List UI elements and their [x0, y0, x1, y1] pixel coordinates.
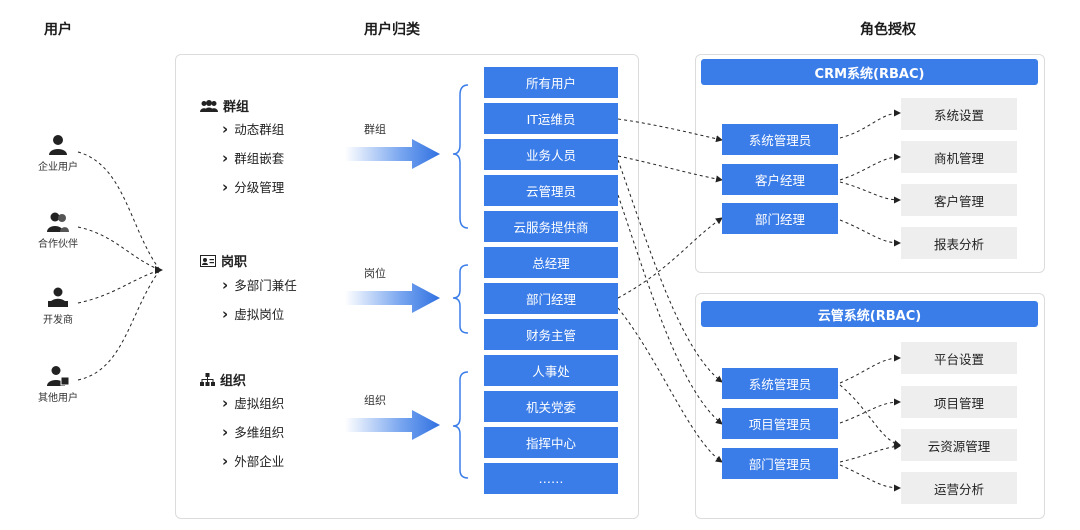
category-party-committee: 机关党委 — [484, 391, 618, 422]
org-item-external: 外部企业 — [222, 451, 284, 470]
position-item-multi-dept: 多部门兼任 — [222, 275, 297, 294]
cloud-role-sysadmin: 系统管理员 — [722, 368, 838, 399]
cloud-role-dept-admin: 部门管理员 — [722, 448, 838, 479]
crm-title: CRM系统(RBAC) — [701, 59, 1038, 85]
category-command-center: 指挥中心 — [484, 427, 618, 458]
user-label: 企业用户 — [38, 162, 78, 173]
user-developer: 开发商 — [18, 286, 98, 326]
authorization-column-title: 角色授权 — [860, 22, 916, 38]
group-item-nested: 群组嵌套 — [222, 148, 284, 167]
crm-role-sysadmin: 系统管理员 — [722, 124, 838, 155]
person-icon — [49, 135, 67, 155]
id-card-icon — [200, 254, 216, 267]
user-label: 合作伙伴 — [38, 239, 78, 250]
org-chart-icon — [200, 373, 215, 386]
group-arrow-label: 群组 — [364, 123, 386, 136]
org-item-virtual: 虚拟组织 — [222, 393, 284, 412]
group-item-hierarchy: 分级管理 — [222, 177, 284, 196]
crm-perm-settings: 系统设置 — [901, 98, 1017, 130]
category-all-users: 所有用户 — [484, 67, 618, 98]
category-general-manager: 总经理 — [484, 247, 618, 278]
org-heading: 组织 — [200, 370, 246, 389]
person-badge-icon — [47, 366, 70, 386]
category-business: 业务人员 — [484, 139, 618, 170]
category-hr: 人事处 — [484, 355, 618, 386]
position-arrow-label: 岗位 — [364, 267, 386, 280]
group-heading: 群组 — [200, 96, 249, 115]
org-item-multidim: 多维组织 — [222, 422, 284, 441]
category-cloud-admin: 云管理员 — [484, 175, 618, 206]
people-icon — [47, 212, 69, 232]
group-item-dynamic: 动态群组 — [222, 119, 284, 138]
cloud-perm-resource: 云资源管理 — [901, 429, 1017, 461]
user-label: 开发商 — [43, 315, 73, 326]
category-more: …… — [484, 463, 618, 494]
crm-role-dept-manager: 部门经理 — [722, 203, 838, 234]
cloud-title: 云管系统(RBAC) — [701, 301, 1038, 327]
developer-icon — [48, 287, 68, 307]
cloud-perm-operations: 运营分析 — [901, 472, 1017, 504]
crm-perm-opportunity: 商机管理 — [901, 141, 1017, 173]
crm-role-account-manager: 客户经理 — [722, 164, 838, 195]
org-arrow-label: 组织 — [364, 394, 386, 407]
cloud-perm-project: 项目管理 — [901, 386, 1017, 418]
position-heading: 岗职 — [200, 251, 247, 270]
user-label: 其他用户 — [38, 393, 78, 404]
cloud-role-project-admin: 项目管理员 — [722, 408, 838, 439]
group-icon — [200, 99, 218, 112]
category-finance-head: 财务主管 — [484, 319, 618, 350]
category-dept-manager: 部门经理 — [484, 283, 618, 314]
users-column-title: 用户 — [44, 22, 72, 38]
category-cloud-provider: 云服务提供商 — [484, 211, 618, 242]
cloud-perm-platform: 平台设置 — [901, 342, 1017, 374]
crm-perm-report: 报表分析 — [901, 227, 1017, 259]
category-it-ops: IT运维员 — [484, 103, 618, 134]
classification-column-title: 用户归类 — [364, 22, 420, 38]
crm-perm-customer: 客户管理 — [901, 184, 1017, 216]
position-item-virtual: 虚拟岗位 — [222, 304, 284, 323]
user-enterprise: 企业用户 — [18, 133, 98, 173]
user-partner: 合作伙伴 — [18, 210, 98, 250]
user-other: 其他用户 — [18, 364, 98, 404]
